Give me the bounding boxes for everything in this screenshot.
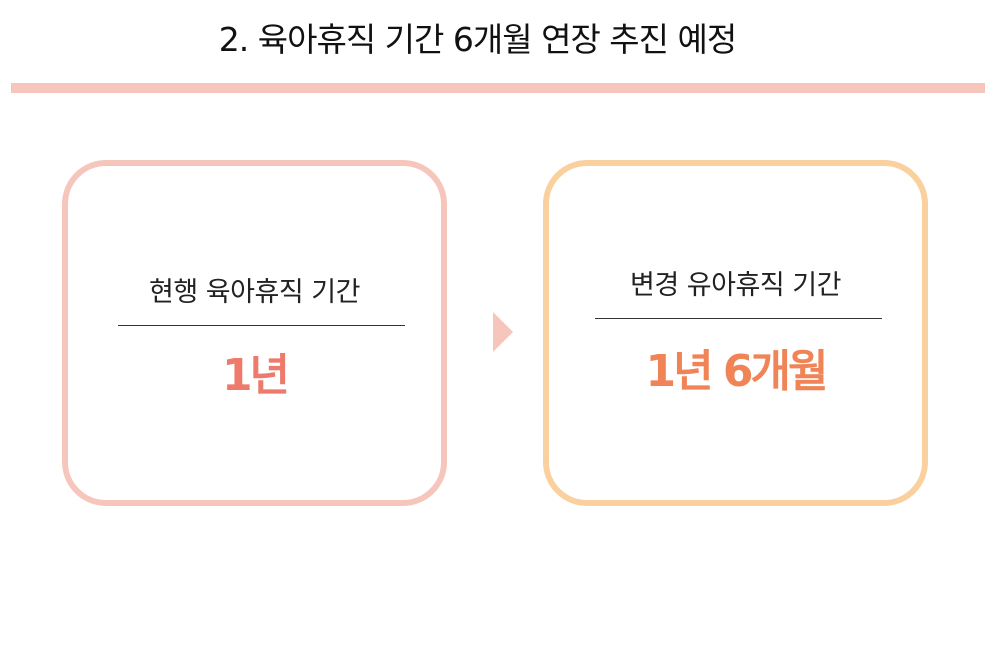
current-period-divider [118,325,405,326]
triangle-right-icon [493,312,513,352]
changed-period-label: 변경 유아휴직 기간 [630,270,841,301]
current-period-value: 1년 [221,350,290,401]
current-period-card: 현행 육아휴직 기간 1년 [62,160,447,506]
changed-period-divider [595,318,882,319]
title-divider [11,83,985,93]
changed-period-value: 1년 6개월 [645,346,829,397]
changed-period-card: 변경 유아휴직 기간 1년 6개월 [543,160,928,506]
page-title: 2. 육아휴직 기간 6개월 연장 추진 예정 [218,20,737,59]
current-period-label: 현행 육아휴직 기간 [149,277,360,308]
